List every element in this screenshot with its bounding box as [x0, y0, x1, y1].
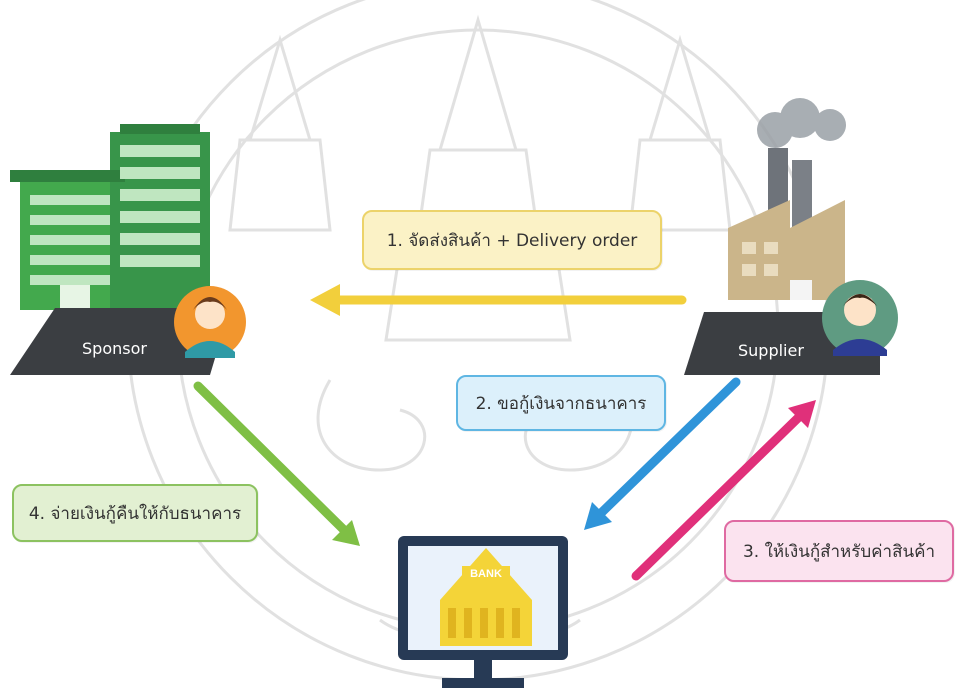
step3-arrow [631, 400, 816, 581]
step1-arrow [310, 284, 687, 316]
supplier-label: Supplier [738, 341, 804, 360]
step1-label: 1. จัดส่งสินค้า + Delivery order [386, 230, 638, 251]
bank-monitor-icon [398, 536, 568, 688]
step3-label-box: 3. ให้เงินกู้สำหรับค่าสินค้า [724, 520, 954, 582]
sponsor-avatar [174, 286, 246, 358]
step3-label: 3. ให้เงินกู้สำหรับค่าสินค้า [742, 541, 936, 562]
step2-arrow [584, 377, 741, 530]
bank-sign-text: BANK [470, 568, 502, 580]
step4-label: 4. จ่ายเงินกู้คืนให้กับธนาคาร [28, 503, 242, 524]
step4-label-box: 4. จ่ายเงินกู้คืนให้กับธนาคาร [12, 484, 258, 542]
step1-label-box: 1. จัดส่งสินค้า + Delivery order [362, 210, 662, 270]
sponsor-label: Sponsor [82, 339, 147, 358]
supplier-avatar [822, 280, 898, 356]
factory-icon [728, 98, 846, 300]
step2-label-box: 2. ขอกู้เงินจากธนาคาร [456, 375, 666, 431]
step2-label: 2. ขอกู้เงินจากธนาคาร [475, 393, 647, 414]
office-building-icon [10, 124, 210, 312]
step4-arrow [193, 381, 360, 546]
